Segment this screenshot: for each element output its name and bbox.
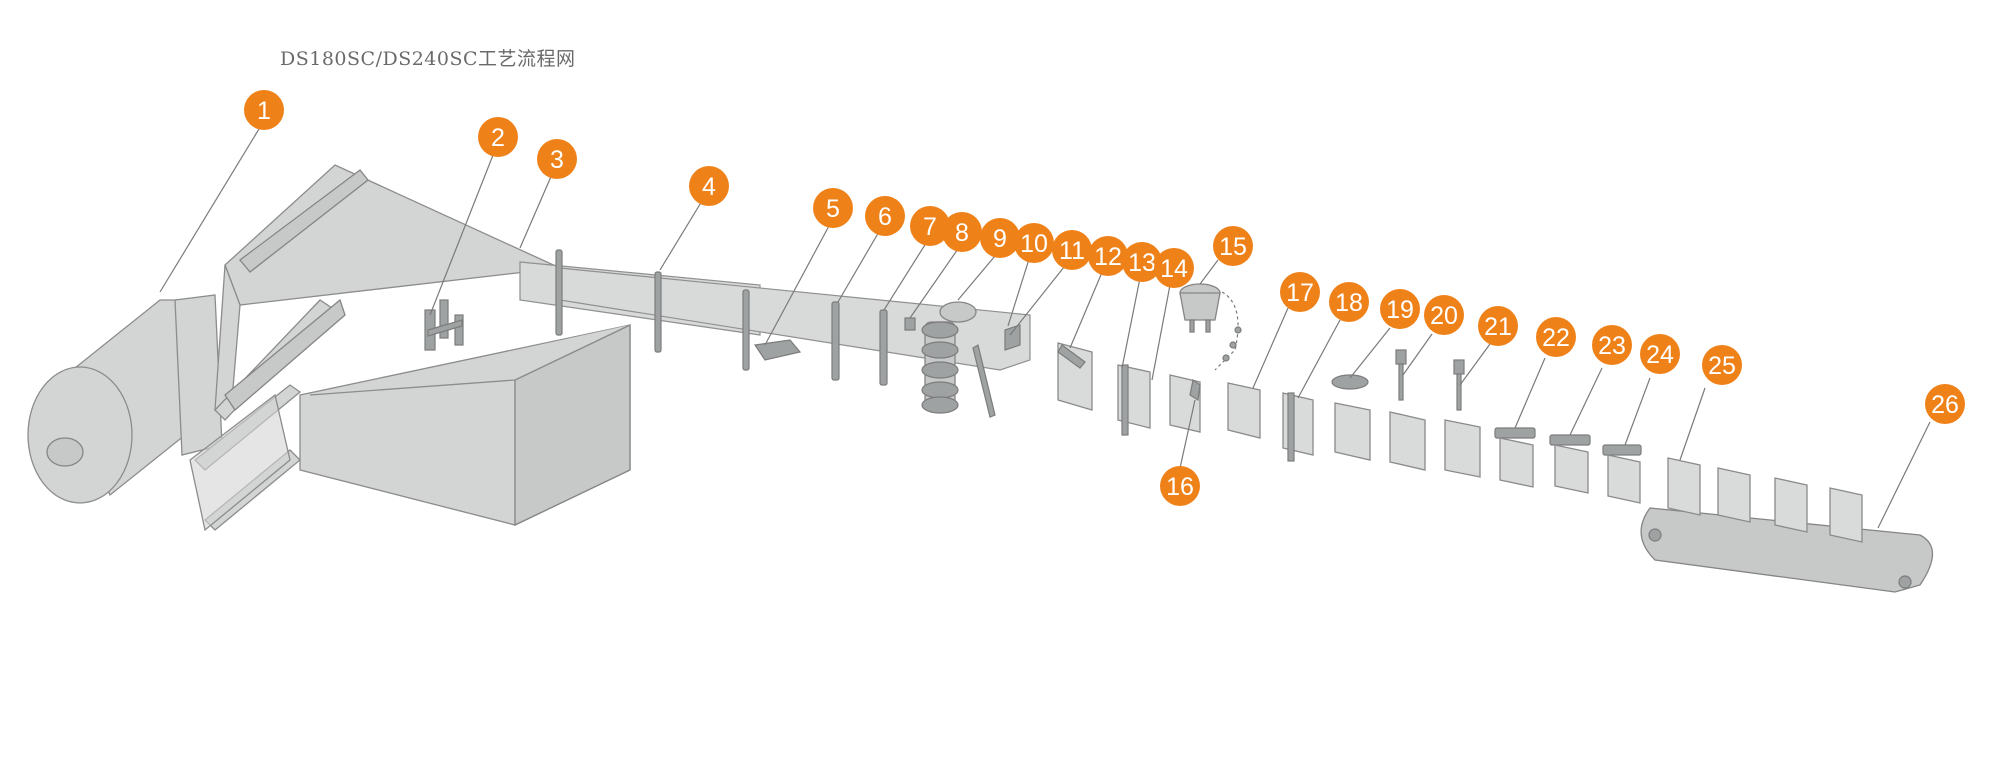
badge-9: 9 (980, 218, 1020, 258)
badge-14: 14 (1154, 248, 1194, 288)
film-roll (27, 294, 223, 504)
badge-13: 13 (1122, 242, 1162, 282)
badge-16: 16 (1160, 466, 1200, 506)
svg-text:12: 12 (1094, 243, 1122, 271)
pouch-line (1227, 349, 1642, 504)
svg-text:22: 22 (1542, 324, 1570, 352)
svg-text:4: 4 (702, 173, 716, 201)
svg-text:1: 1 (257, 97, 271, 125)
badge-8: 8 (942, 212, 982, 252)
svg-text:15: 15 (1219, 233, 1247, 261)
badge-2: 2 (478, 117, 518, 157)
svg-text:17: 17 (1286, 279, 1314, 307)
badge-20: 20 (1424, 295, 1464, 335)
spout-feeder (1179, 283, 1242, 371)
svg-text:14: 14 (1160, 255, 1188, 283)
svg-text:7: 7 (923, 213, 937, 241)
badge-26: 26 (1925, 384, 1965, 424)
badge-23: 23 (1592, 325, 1632, 365)
badge-3: 3 (537, 139, 577, 179)
svg-text:16: 16 (1166, 473, 1194, 501)
svg-text:26: 26 (1931, 391, 1959, 419)
svg-text:20: 20 (1430, 302, 1458, 330)
badge-12: 12 (1088, 236, 1128, 276)
svg-text:25: 25 (1708, 352, 1736, 380)
badge-7: 7 (910, 206, 950, 246)
diagram-title: DS180SC/DS240SC工艺流程网 (280, 48, 576, 70)
badge-1: 1 (244, 90, 284, 130)
badge-11: 11 (1052, 230, 1092, 270)
svg-text:24: 24 (1646, 341, 1674, 369)
badge-24: 24 (1640, 334, 1680, 374)
svg-text:9: 9 (993, 225, 1007, 253)
svg-text:13: 13 (1128, 249, 1156, 277)
svg-text:8: 8 (955, 219, 969, 247)
output-conveyor (1640, 457, 1933, 593)
forming-frame (189, 164, 631, 532)
svg-text:21: 21 (1484, 313, 1512, 341)
badge-5: 5 (813, 188, 853, 228)
film-web (519, 249, 1031, 386)
svg-text:18: 18 (1335, 289, 1363, 317)
leader-lines (159, 123, 1931, 529)
badge-22: 22 (1536, 317, 1576, 357)
svg-text:6: 6 (878, 203, 892, 231)
badge-4: 4 (689, 166, 729, 206)
sealing-stations (904, 301, 1201, 436)
badge-21: 21 (1478, 306, 1518, 346)
badge-25: 25 (1702, 345, 1742, 385)
badge-17: 17 (1280, 272, 1320, 312)
svg-text:23: 23 (1598, 332, 1626, 360)
badge-6: 6 (865, 196, 905, 236)
svg-text:10: 10 (1020, 230, 1048, 258)
badge-18: 18 (1329, 282, 1369, 322)
badge-15: 15 (1213, 226, 1253, 266)
svg-text:5: 5 (826, 195, 840, 223)
svg-text:2: 2 (491, 124, 505, 152)
svg-text:19: 19 (1386, 296, 1414, 324)
svg-text:11: 11 (1059, 237, 1085, 265)
badge-10: 10 (1014, 223, 1054, 263)
badge-19: 19 (1380, 289, 1420, 329)
svg-text:3: 3 (550, 146, 564, 174)
